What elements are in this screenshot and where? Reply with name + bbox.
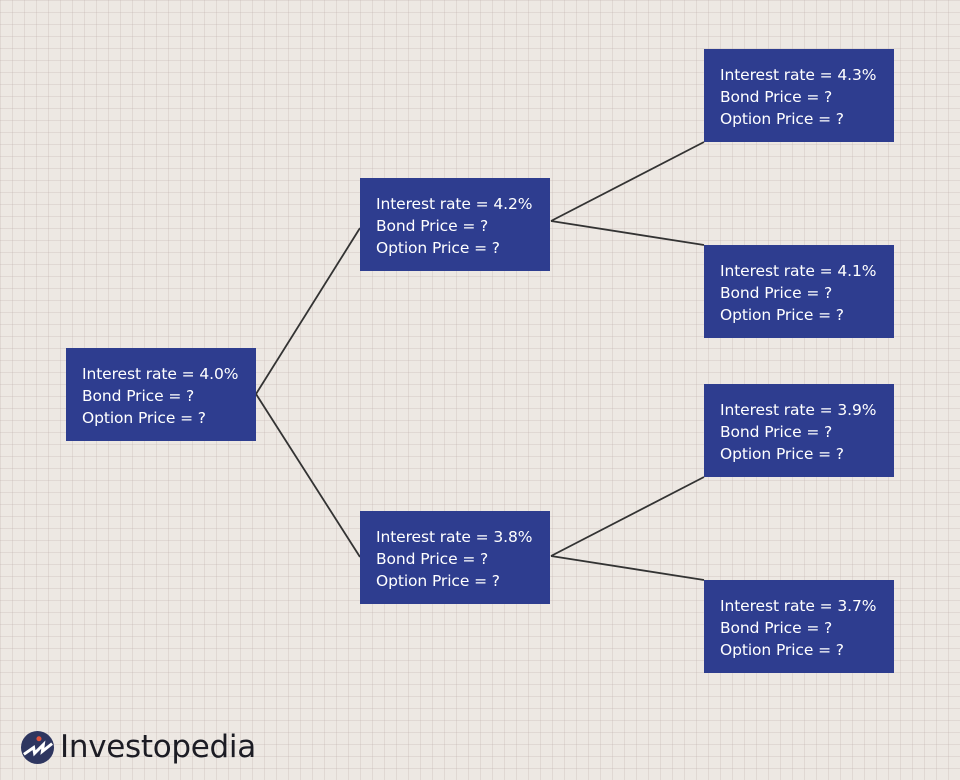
node-root: Interest rate = 4.0% Bond Price = ? Opti… bbox=[66, 348, 256, 441]
interest-rate-label: Interest rate = 4.0% bbox=[82, 365, 239, 383]
interest-rate-label: Interest rate = 3.7% bbox=[720, 597, 877, 615]
bond-price-label: Bond Price = ? bbox=[720, 284, 833, 302]
option-price-label: Option Price = ? bbox=[720, 641, 844, 659]
edge-up-updown bbox=[550, 220, 705, 246]
node-down-up: Interest rate = 3.9% Bond Price = ? Opti… bbox=[704, 384, 894, 477]
bond-price-label: Bond Price = ? bbox=[720, 423, 833, 441]
bond-price-label: Bond Price = ? bbox=[720, 619, 833, 637]
interest-rate-label: Interest rate = 3.9% bbox=[720, 401, 877, 419]
option-price-label: Option Price = ? bbox=[376, 239, 500, 257]
interest-rate-label: Interest rate = 4.1% bbox=[720, 262, 877, 280]
option-price-label: Option Price = ? bbox=[82, 409, 206, 427]
bond-price-label: Bond Price = ? bbox=[376, 217, 489, 235]
interest-rate-label: Interest rate = 4.2% bbox=[376, 195, 533, 213]
investopedia-logo-icon bbox=[20, 730, 55, 764]
edge-root-up bbox=[255, 227, 361, 395]
edge-up-upup bbox=[550, 141, 705, 222]
investopedia-logo: Investopedia bbox=[20, 727, 256, 767]
edge-root-down bbox=[255, 393, 361, 558]
bond-price-label: Bond Price = ? bbox=[720, 88, 833, 106]
bond-price-label: Bond Price = ? bbox=[376, 550, 489, 568]
node-up-up: Interest rate = 4.3% Bond Price = ? Opti… bbox=[704, 49, 894, 142]
option-price-label: Option Price = ? bbox=[720, 306, 844, 324]
edge-down-downdown bbox=[550, 555, 705, 581]
interest-rate-label: Interest rate = 3.8% bbox=[376, 528, 533, 546]
logo-wordmark: Investopedia bbox=[60, 729, 256, 765]
node-up-down: Interest rate = 4.1% Bond Price = ? Opti… bbox=[704, 245, 894, 338]
option-price-label: Option Price = ? bbox=[376, 572, 500, 590]
node-down-down: Interest rate = 3.7% Bond Price = ? Opti… bbox=[704, 580, 894, 673]
interest-rate-label: Interest rate = 4.3% bbox=[720, 66, 877, 84]
option-price-label: Option Price = ? bbox=[720, 110, 844, 128]
node-up: Interest rate = 4.2% Bond Price = ? Opti… bbox=[360, 178, 550, 271]
node-down: Interest rate = 3.8% Bond Price = ? Opti… bbox=[360, 511, 550, 604]
option-price-label: Option Price = ? bbox=[720, 445, 844, 463]
edge-down-downup bbox=[550, 476, 705, 557]
bond-price-label: Bond Price = ? bbox=[82, 387, 195, 405]
